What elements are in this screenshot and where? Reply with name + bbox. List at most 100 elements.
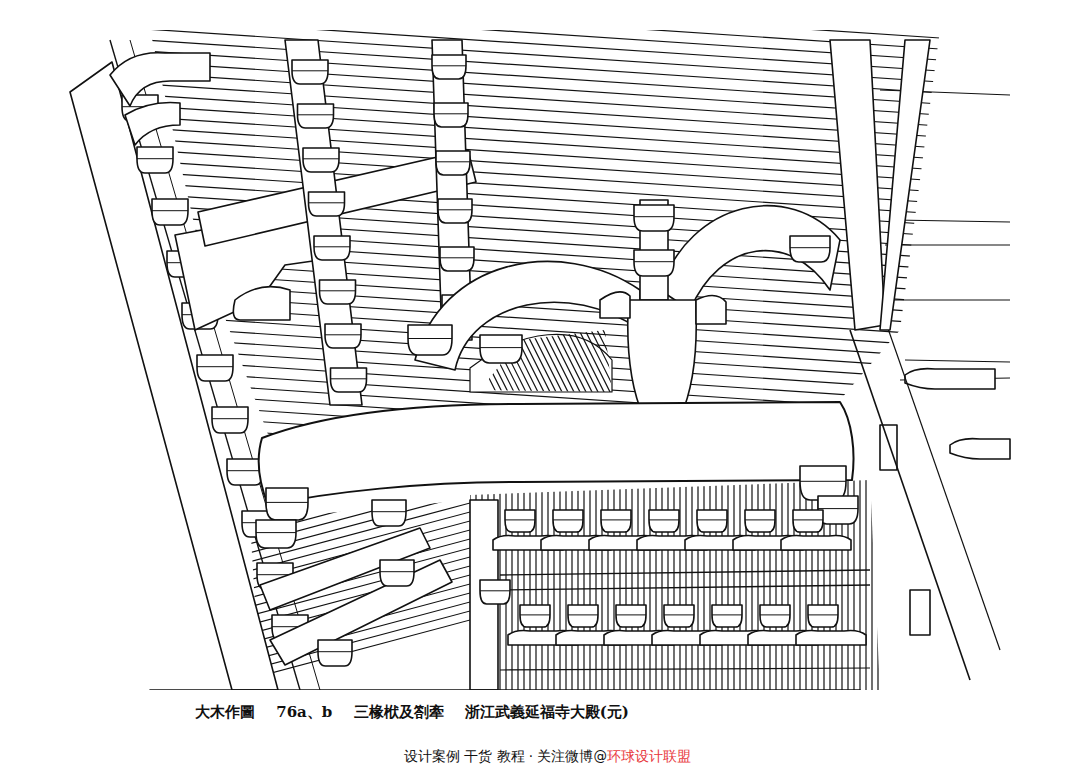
bracket-block <box>440 257 474 258</box>
bracket-block <box>808 614 838 615</box>
bracket-block <box>793 510 823 532</box>
arched-beam <box>660 206 840 310</box>
bracket-block <box>505 519 535 520</box>
bracket-block <box>197 366 233 367</box>
bracket-block <box>256 520 296 548</box>
lintel-edge <box>500 668 870 670</box>
bracket-block <box>790 247 830 248</box>
bracket-block <box>303 148 339 172</box>
bracket-block <box>266 502 308 503</box>
bracket-block <box>266 488 308 520</box>
timber-block <box>910 590 930 635</box>
bracket-block <box>697 510 727 532</box>
purlin-edge <box>880 90 1010 95</box>
bracket-block <box>712 605 742 627</box>
watermark: 设计案例 干货 教程 · 关注微博@ <box>404 748 607 764</box>
bracket-arm <box>110 53 210 106</box>
bracket-block <box>432 65 466 66</box>
lower-strut <box>270 560 452 665</box>
bracket-block <box>330 368 366 392</box>
bracket-block <box>480 590 510 591</box>
bracket-block <box>372 511 406 512</box>
plank-hatching <box>100 0 1000 515</box>
bracket-block <box>697 519 727 520</box>
bracket-block <box>408 338 452 339</box>
bracket-block <box>649 519 679 520</box>
bracket-block <box>553 519 583 520</box>
bracket-block <box>438 199 472 223</box>
timber-frame-illustration <box>0 0 1075 690</box>
bracket-block <box>292 60 328 84</box>
bracket-block <box>227 470 263 471</box>
bracket-block <box>634 205 674 231</box>
bracket-block <box>325 324 361 348</box>
bracket-block <box>664 614 694 615</box>
bracket-block <box>432 55 466 79</box>
bracket-block <box>634 216 674 217</box>
bracket-block <box>616 605 646 627</box>
lintel-edge <box>500 570 870 575</box>
bracket-block <box>314 236 350 260</box>
purlin-edge <box>895 220 1010 222</box>
watermark-line: 设计案例 干货 教程 · 关注微博@环球设计联盟 <box>404 748 691 766</box>
bracket-block <box>440 247 474 271</box>
bracket-block <box>197 355 233 381</box>
bracket-block <box>372 500 406 526</box>
bracket-block <box>649 510 679 532</box>
bracket-block <box>480 335 522 363</box>
bracket-block <box>292 70 328 71</box>
bracket-arm <box>796 631 866 646</box>
bracket-arm <box>696 295 726 324</box>
bracket-block <box>664 605 694 627</box>
bracket-block <box>434 113 468 114</box>
bracket-block <box>318 640 352 666</box>
timber-block <box>880 425 897 470</box>
bracket-block <box>818 508 858 509</box>
main-beam <box>259 402 854 505</box>
bracket-arm <box>950 439 1010 459</box>
bracket-block <box>314 246 350 247</box>
bracket-block <box>319 280 355 304</box>
watermark: 环球设计联盟 <box>607 748 691 764</box>
purlin-edge <box>885 244 1010 245</box>
bracket-block <box>152 199 188 225</box>
bracket-block <box>434 103 468 127</box>
bracket-block <box>309 202 345 203</box>
bracket-block <box>760 605 790 627</box>
lintel-edge <box>500 585 870 590</box>
bracket-block <box>760 614 790 615</box>
purlin-post <box>880 40 930 330</box>
bracket-block <box>808 605 838 627</box>
bracket-block <box>520 605 550 627</box>
bracket-arm <box>233 287 290 320</box>
eave-edge <box>885 320 1000 650</box>
bracket-block <box>318 651 352 652</box>
bracket-block <box>408 325 452 355</box>
bracket-block <box>297 104 333 128</box>
purlin-edge <box>885 299 1010 300</box>
bracket-block <box>227 459 263 485</box>
bracket-block <box>634 261 674 262</box>
bracket-block <box>790 236 830 262</box>
plank-hatching <box>470 480 878 690</box>
bracket-block <box>212 407 248 433</box>
bracket-block <box>818 496 858 524</box>
purlin-post <box>830 40 885 330</box>
bracket-block <box>331 378 367 379</box>
bracket-arm <box>125 103 180 146</box>
bracket-block <box>325 334 361 335</box>
purlin-edge <box>905 360 1010 362</box>
bracket-block <box>152 210 188 211</box>
bracket-block <box>793 519 823 520</box>
bracket-block <box>601 519 631 520</box>
eave-edge <box>850 330 970 680</box>
purlin-post <box>285 40 362 405</box>
figure-caption: 大木作圖 76a、b 三椽栿及劄牽 浙江武義延福寺大殿(元) <box>195 703 629 722</box>
bracket-block <box>745 519 775 520</box>
bracket-block <box>553 510 583 532</box>
bracket-block <box>505 510 535 532</box>
bracket-block <box>712 614 742 615</box>
bracket-block <box>380 571 414 572</box>
bracket-block <box>137 158 173 159</box>
